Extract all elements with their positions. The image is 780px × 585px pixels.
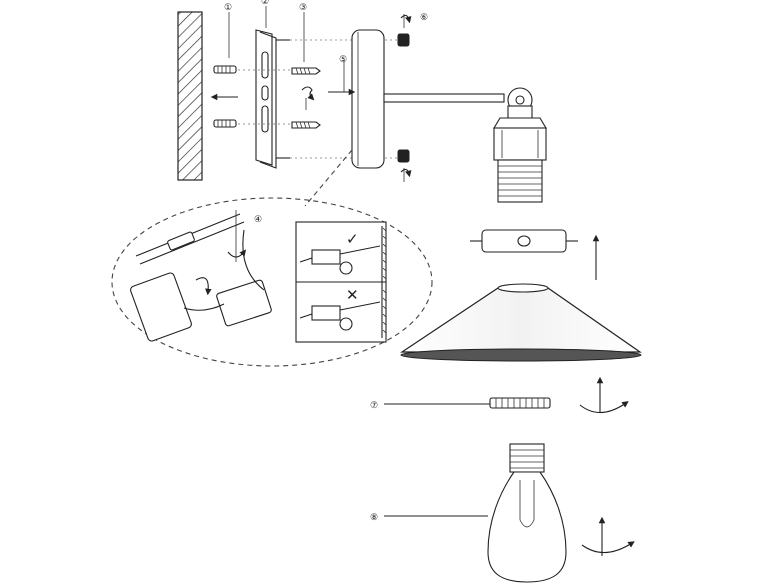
cap-nuts [397,14,412,182]
wall-plugs [210,12,238,128]
step-6-label: ⑥ [420,13,428,23]
lamp-holder-arm [383,87,547,203]
wall [177,11,203,181]
step-labels: ① ② ③ ④ ⑤ ⑥ ⑦ ⑧ ✓ ✕ [224,0,428,523]
incorrect-mark: ✕ [346,286,359,304]
step-8-label: ⑧ [370,513,378,523]
backplate [328,29,385,169]
shade-nut [384,376,629,414]
screws [291,12,321,129]
step-4-label: ④ [254,215,262,225]
cone-shade [400,283,642,362]
step-2-label: ② [261,0,269,7]
wiring-detail-callout [111,149,433,367]
wiring-check-panel [295,221,387,343]
step-1-label: ① [224,3,232,13]
correct-mark: ✓ [346,230,359,248]
mounting-bracket [255,6,290,169]
shade-ring [470,229,600,280]
step-3-label: ③ [299,3,307,13]
step-5-label: ⑤ [339,55,347,65]
vintage-bulb [384,443,635,583]
step-7-label: ⑦ [370,401,378,411]
